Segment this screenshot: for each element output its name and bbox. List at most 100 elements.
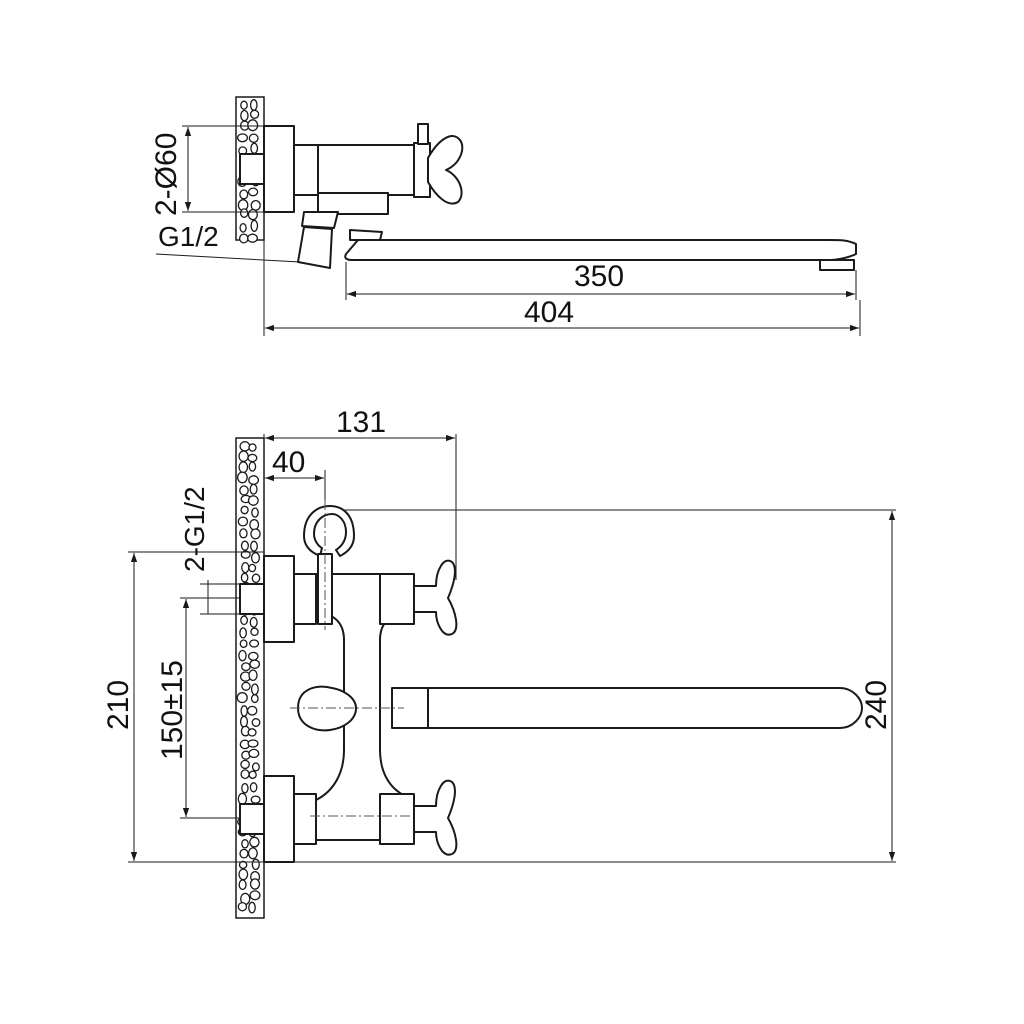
side-eccentric-diameter-label: 2-Ø60 — [150, 133, 183, 216]
wall-stone — [247, 187, 259, 197]
wall-stone — [237, 901, 248, 912]
wall-stone — [238, 450, 249, 463]
wall-stone — [250, 552, 261, 564]
wall-stone — [239, 627, 247, 639]
dim-total-reach: 404 — [524, 296, 574, 329]
side-eccentric-nut — [239, 153, 265, 185]
wall-stone — [247, 728, 257, 737]
wall-stone — [238, 233, 249, 244]
wall-stone — [239, 848, 249, 859]
wall-stone — [238, 879, 247, 891]
wall-stone — [250, 795, 261, 804]
wall-stone — [247, 495, 259, 506]
wall-stone — [247, 208, 258, 221]
wall-stone — [248, 443, 257, 452]
wall-stone — [241, 839, 249, 849]
wall-stone — [239, 715, 249, 728]
wall-stone — [251, 718, 261, 727]
dim-handle-to-wall: 131 — [336, 406, 386, 439]
wall-stone — [248, 770, 257, 779]
wall-stone — [240, 769, 250, 780]
wall-stone — [249, 483, 258, 495]
dim-spout-height: 240 — [860, 680, 893, 730]
wall-stone — [241, 681, 251, 691]
wall-stone — [248, 748, 260, 759]
wall-stone — [249, 836, 260, 848]
front-view: 131 40 2-G1/2 210 150±15 240 — [102, 406, 896, 919]
front-bottom-connector — [293, 793, 317, 845]
front-spout-collar — [391, 687, 429, 729]
dim-inlet-spacing: 150±15 — [156, 660, 189, 760]
wall-stone — [239, 208, 249, 218]
wall-stone — [250, 199, 261, 211]
wall-stone — [249, 782, 258, 793]
wall-stone — [249, 616, 258, 628]
wall-stone — [249, 659, 261, 669]
side-mixer-body — [317, 144, 415, 196]
wall-stone — [250, 528, 261, 540]
wall-stone — [236, 471, 248, 484]
wall-stone — [249, 518, 260, 531]
wall-stone — [238, 860, 248, 870]
wall-stone — [250, 627, 259, 637]
wall-stone — [248, 133, 259, 143]
wall-stone — [238, 461, 249, 474]
side-aerator — [819, 259, 855, 271]
wall-stone — [249, 639, 260, 648]
front-top-flange — [263, 555, 295, 643]
wall-stone — [238, 649, 247, 662]
wall-stone — [236, 133, 249, 143]
wall-stone — [240, 705, 248, 717]
side-eccentric-flange — [263, 125, 295, 213]
wall-stone — [251, 762, 260, 772]
wall-stone — [247, 453, 258, 463]
front-bottom-flange — [263, 775, 295, 863]
front-wall-section — [235, 437, 265, 919]
wall-stone — [250, 142, 259, 154]
side-view: G1/2 2-Ø60 350 404 — [150, 96, 861, 336]
wall-stone — [240, 615, 249, 626]
front-inlet-thread-label: 2-G1/2 — [179, 486, 210, 572]
wall-stone — [250, 683, 259, 696]
dim-total-height: 210 — [102, 680, 135, 730]
wall-stone — [240, 550, 251, 559]
wall-stone — [240, 109, 249, 122]
front-top-connector — [293, 573, 317, 625]
wall-stone — [247, 847, 258, 860]
dim-spout-reach: 350 — [574, 260, 624, 293]
wall-stone — [249, 99, 258, 111]
wall-stone — [249, 109, 260, 119]
side-shower-nipple — [297, 226, 333, 269]
front-bottom-valve-box — [379, 793, 415, 845]
wall-stone — [247, 233, 258, 243]
wall-stone — [239, 222, 247, 233]
wall-stone — [240, 572, 249, 583]
wall-stone — [240, 505, 249, 515]
wall-stone — [248, 901, 256, 914]
side-body-cap — [317, 192, 389, 215]
wall-stone — [248, 669, 258, 682]
wall-stone — [248, 475, 260, 486]
side-spout-swivel — [349, 229, 383, 241]
wall-stone — [248, 461, 257, 472]
wall-stone — [236, 692, 248, 704]
wall-stone — [247, 651, 259, 661]
side-handle-top — [417, 123, 429, 145]
wall-stone — [240, 100, 248, 110]
wall-stone — [251, 573, 261, 584]
front-bottom-nut — [239, 803, 265, 835]
wall-stone — [247, 739, 259, 748]
wall-stone — [251, 507, 259, 518]
side-inlet-connector — [293, 144, 319, 196]
wall-stone — [240, 759, 250, 770]
wall-stone — [247, 119, 259, 132]
side-spout — [344, 239, 857, 261]
wall-stone — [249, 878, 261, 890]
wall-stone — [250, 694, 259, 704]
wall-stone — [241, 662, 251, 672]
wall-stone — [239, 441, 251, 452]
side-handle-lever — [427, 135, 464, 205]
front-top-valve-box — [379, 573, 415, 625]
front-spout — [427, 687, 863, 729]
